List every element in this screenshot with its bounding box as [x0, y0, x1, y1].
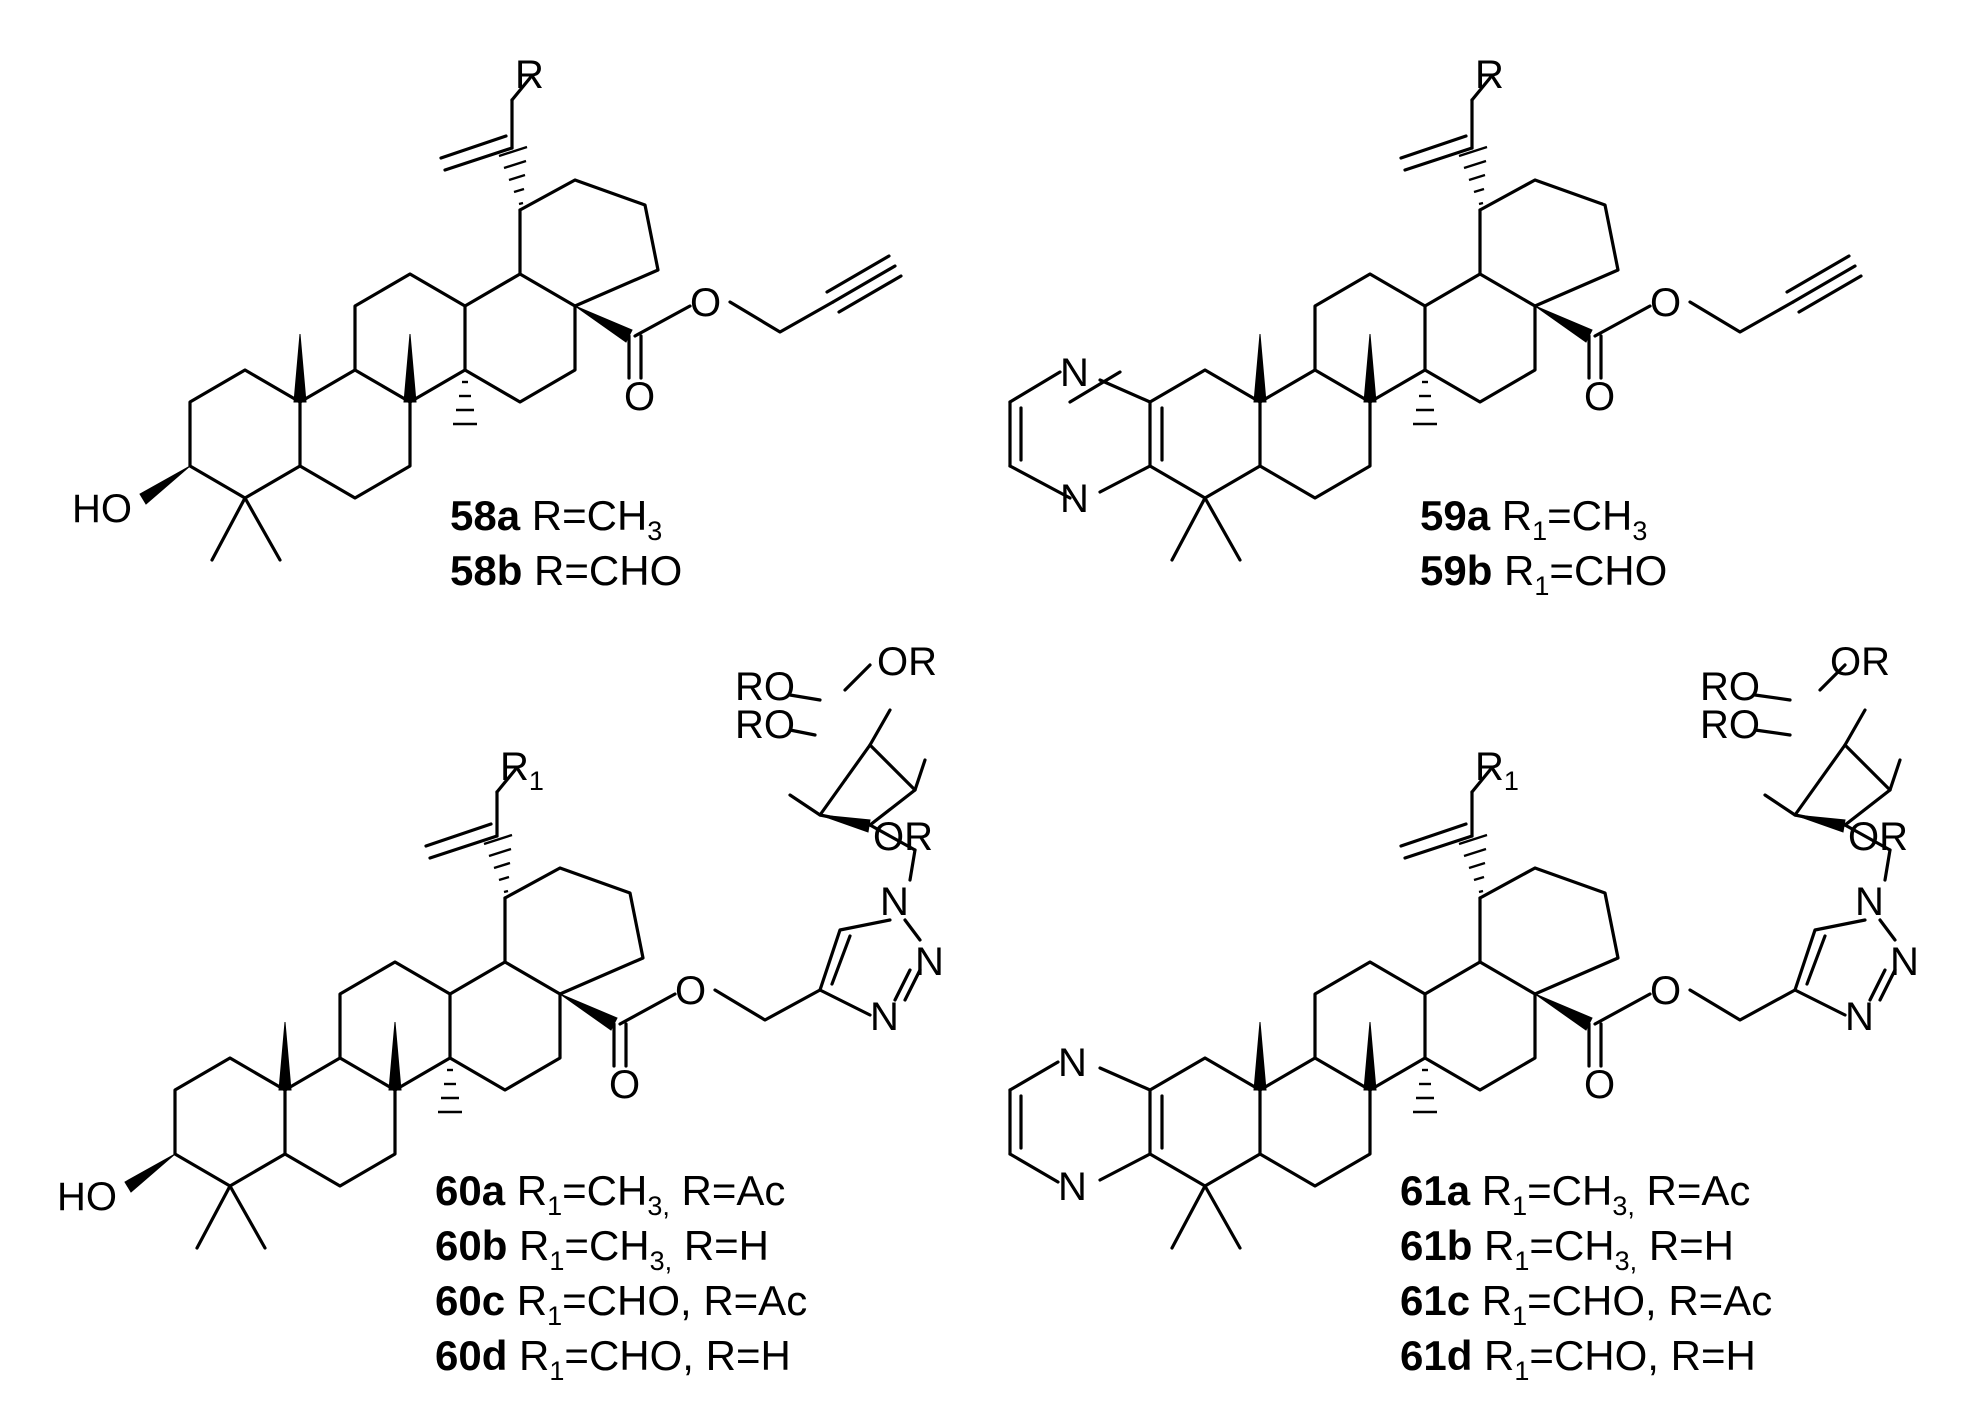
label-61b: 61b R1=CH3, R=H — [1400, 1222, 1734, 1276]
sugar-ro-2: RO — [735, 703, 795, 747]
triazole-n3: N — [870, 995, 899, 1039]
label-59a: 59a R1=CH3 — [1420, 492, 1647, 546]
label-60a: 60a R1=CH3, R=Ac — [435, 1167, 785, 1221]
sugar-or-anomeric: OR — [873, 815, 933, 859]
ester-oxygen: O — [690, 281, 721, 325]
sugar-or-primary: OR — [877, 640, 937, 684]
triazole-n1: N — [1855, 880, 1884, 924]
substituent-r1: R1 — [1475, 745, 1519, 796]
substituent-r: R — [1475, 53, 1504, 97]
compound-61: N N R1 O O N N — [1008, 640, 1919, 1386]
label-58b: 58b R=CHO — [450, 547, 682, 594]
label-59b: 59b R1=CHO — [1420, 547, 1667, 601]
ester-oxygen: O — [1650, 969, 1681, 1013]
sugar-ro-2: RO — [1700, 703, 1760, 747]
label-61c: 61c R1=CHO, R=Ac — [1400, 1277, 1772, 1331]
substituent-r1: R1 — [500, 745, 544, 796]
compound-60: R1 O O N N N OR RO RO OR — [57, 640, 944, 1386]
label-60c: 60c R1=CHO, R=Ac — [435, 1277, 807, 1331]
carbonyl-oxygen: O — [1584, 1063, 1615, 1107]
hydroxyl: HO — [72, 487, 132, 531]
label-58a: 58a R=CH3 — [450, 492, 662, 546]
hydroxyl: HO — [57, 1175, 117, 1219]
compound-59: N N R O O — [1008, 53, 1863, 601]
carbonyl-oxygen: O — [1584, 375, 1615, 419]
pyrazine-n1: N — [1058, 1041, 1087, 1085]
sugar-ro-1: RO — [1700, 665, 1760, 709]
carbonyl-oxygen: O — [609, 1063, 640, 1107]
pyrazine-n1: N — [1060, 351, 1089, 395]
compound-58: R O O HO 58a R=CH3 58b R=CHO — [72, 53, 903, 594]
ester-oxygen: O — [1650, 281, 1681, 325]
sugar-or-primary: OR — [1830, 640, 1890, 684]
pyrazine-n2: N — [1060, 477, 1089, 521]
label-61a: 61a R1=CH3, R=Ac — [1400, 1167, 1750, 1221]
sugar-ro-1: RO — [735, 665, 795, 709]
pyrazine-n2: N — [1058, 1165, 1087, 1209]
sugar-or-anomeric: OR — [1848, 815, 1908, 859]
ester-oxygen: O — [675, 969, 706, 1013]
triazole-n2: N — [915, 940, 944, 984]
substituent-r: R — [515, 53, 544, 97]
label-60b: 60b R1=CH3, R=H — [435, 1222, 769, 1276]
label-60d: 60d R1=CHO, R=H — [435, 1332, 791, 1386]
triazole-n2: N — [1890, 940, 1919, 984]
triazole-n3: N — [1845, 995, 1874, 1039]
hashed-bond — [498, 145, 528, 206]
triazole-n1: N — [880, 880, 909, 924]
carbonyl-oxygen: O — [624, 375, 655, 419]
label-61d: 61d R1=CHO, R=H — [1400, 1332, 1756, 1386]
